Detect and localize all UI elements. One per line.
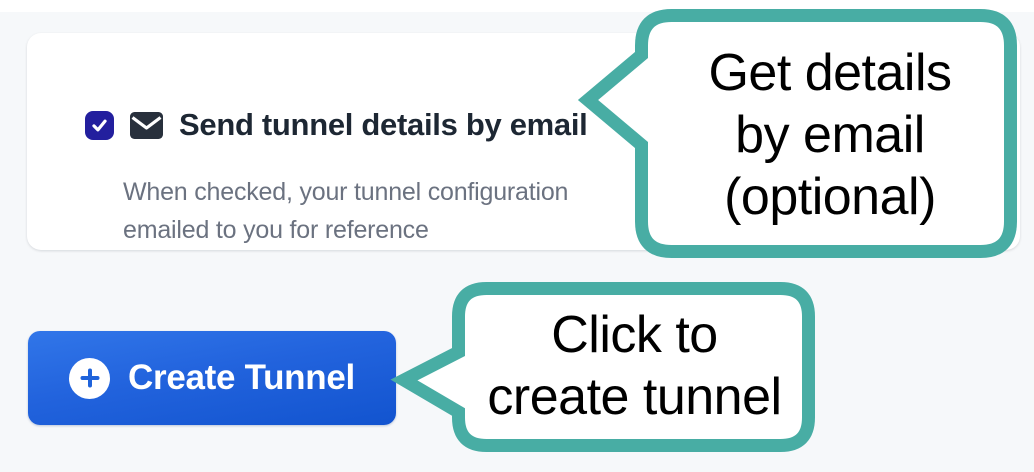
create-tunnel-button[interactable]: Create Tunnel — [28, 331, 396, 425]
tunnel-settings-card: Send tunnel details by email When checke… — [27, 33, 1020, 250]
description-line-1: When checked, your tunnel configuration — [123, 178, 569, 206]
plus-icon — [69, 357, 111, 399]
send-email-checkbox-label[interactable]: Send tunnel details by email — [179, 107, 588, 142]
send-email-checkbox[interactable] — [85, 110, 114, 140]
description-line-2: emailed to you for reference — [123, 216, 429, 244]
create-tunnel-button-label: Create Tunnel — [128, 358, 355, 397]
email-option-row: Send tunnel details by email — [85, 107, 588, 143]
checkmark-icon — [92, 119, 107, 131]
envelope-icon — [130, 111, 163, 139]
email-option-description: When checked, your tunnel configuration … — [123, 173, 568, 249]
